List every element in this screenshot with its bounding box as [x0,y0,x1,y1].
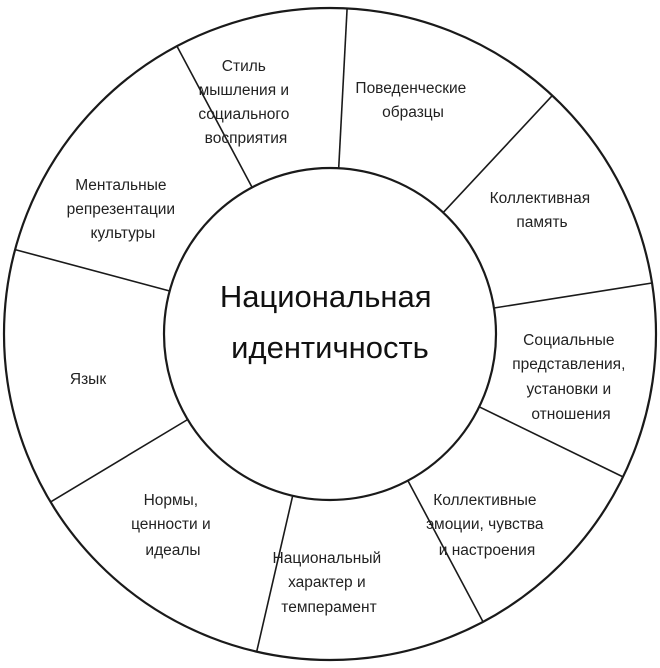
segment-line: Коллективная [490,190,591,207]
segment-line: и настроения [439,542,535,559]
segment-line: эмоции, чувства [426,516,544,533]
segment-divider [255,495,294,652]
segment-line: Ментальные [75,177,166,194]
segment-label-behavior: Поведенческие образцы [355,80,470,121]
segment-line: ценности и [131,516,211,533]
segment-line: характер и [288,574,366,591]
segment-line: мышления и [199,82,289,99]
segment-divider [50,418,189,503]
segment-divider [493,282,653,309]
segment-dividers [14,8,653,652]
segment-line: Коллективные [433,492,536,509]
segment-divider [407,480,484,623]
segment-label-style: Стиль мышления и социального восприятия [198,58,293,147]
segment-label-language: Язык [70,371,106,388]
segment-line: социального [198,106,289,123]
segment-line: Стиль [222,58,266,75]
segment-line: отношения [531,406,610,423]
segment-line: Нормы, [144,492,199,509]
segment-divider [337,8,348,169]
segment-label-norms: Нормы, ценности и идеалы [131,492,215,559]
segment-line: Национальный [273,550,382,567]
segment-line: Язык [70,371,106,388]
segment-line: Поведенческие [355,80,466,97]
segment-label-emotions: Коллективные эмоции, чувства и настроени… [426,492,548,559]
segment-line: образцы [382,104,444,121]
segment-line: представления, [512,356,625,373]
segment-line: установки и [526,381,611,398]
segment-label-character: Национальный характер и темперамент [273,550,386,616]
segment-line: восприятия [205,130,288,147]
segment-label-memory: Коллективная память [490,190,595,231]
segment-divider [176,45,253,188]
center-title: Национальная идентичность [220,279,440,365]
segment-line: идеалы [145,542,200,559]
segment-line: культуры [91,225,156,242]
segment-divider [14,248,170,292]
segment-line: темперамент [281,599,376,616]
segment-label-social: Социальные представления, установки и от… [512,332,629,423]
segment-line: память [516,214,567,231]
segment-line: Социальные [523,332,614,349]
segment-line: репрезентации [67,201,175,218]
segment-divider [442,95,553,214]
center-title-line-1: Национальная [220,279,432,314]
segment-divider [478,406,624,478]
center-title-line-2: идентичность [231,330,429,365]
center-circle [162,166,498,502]
segment-label-mental: Ментальные репрезентации культуры [67,177,180,242]
